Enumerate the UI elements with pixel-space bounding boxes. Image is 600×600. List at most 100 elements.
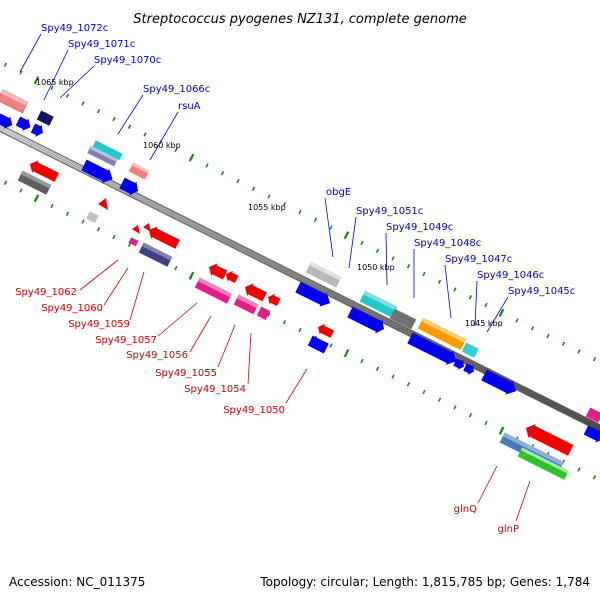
scale-tick-mark [329,343,333,348]
gene-label-1047c: Spy49_1047c [445,254,512,265]
gene-box-1066c [87,140,123,167]
scale-tick-mark [143,132,147,137]
scale-tick-mark [313,217,318,222]
scale-tick-mark [391,374,395,379]
scale-tick-mark [3,180,8,185]
scale-tick-mark [65,211,70,216]
rev-gene-1054 [256,306,271,320]
gene-label-1072c: Spy49_1072c [41,23,108,34]
gene-label-1045c: Spy49_1045c [508,286,575,297]
scale-tick-mark [267,312,271,317]
gene-label-1057: Spy49_1057 [95,335,157,346]
scale-tick-mark [220,171,225,176]
gene-label-1070c: Spy49_1070c [94,55,161,66]
cds-arrow-1048c [407,332,457,365]
cds-arrow-edge [583,425,600,443]
scale-tick-mark [96,109,101,114]
rev-gene-1057 [194,277,232,304]
scale-tick-mark [530,326,535,331]
cds-arrow-rsuA [119,177,139,196]
scale-tick-mark [437,279,442,284]
rev-gene-gray-2 [86,211,99,224]
scale-tick-mark [267,194,271,199]
scale-tick-mark [592,475,597,480]
rev-cds-1050 [307,335,329,354]
scale-label-1065: 1065 kbp [36,78,74,87]
gene-box-1048c [417,317,467,350]
cds-arrow-1046c [463,363,474,376]
cds-arrow-1045c [481,369,517,395]
rev-arrow-1062-region [30,160,60,182]
scale-tick-mark [3,62,8,67]
gene-label-1062: Spy49_1062 [15,287,77,298]
gene-label-glnP: glnP [498,524,520,535]
cds-arrow-1070c [30,123,43,137]
gene-label-obgE: obgE [326,187,351,198]
scale-tick-mark [205,163,209,168]
gene-label-1059: Spy49_1059 [68,319,130,330]
genome-summary-text: Topology: circular; Length: 1,815,785 bp… [259,575,590,589]
rev-arrow-1057a [209,263,228,280]
scale-tick-mark [498,308,505,317]
label-leaders-forward [19,33,509,333]
scale-tick-mark [298,209,302,215]
label-leaders-reverse [79,259,531,522]
rev-gene-1062 [128,237,139,247]
scale-tick-mark [298,327,302,333]
scale-tick-mark [453,287,457,292]
cds-arrow-1066c [81,159,113,183]
scale-tick-mark [19,188,23,193]
scale-ticks [3,62,597,480]
gene-label-1049c: Spy49_1049c [386,222,453,233]
rev-arrow-1057b [226,270,239,283]
scale-tick-mark [343,231,350,240]
scale-tick-mark [329,225,333,230]
scale-tick-mark [546,333,550,339]
scale-tick-mark [127,124,132,129]
scale-tick-mark [391,256,395,261]
scale-tick-mark [81,101,85,106]
scale-tick-mark [468,413,473,418]
scale-tick-mark [360,358,364,364]
gene-box-edge-pink [585,407,600,423]
scale-tick-mark [515,318,519,323]
gene-label-1054: Spy49_1054 [184,384,246,395]
scale-tick-mark [65,93,70,98]
scale-tick-mark [19,70,23,75]
scale-tick-mark [127,242,132,247]
scale-label-1055: 1055 kbp [248,203,286,212]
cds-arrow-1072c [0,113,13,129]
rev-arrow-1060 [149,226,180,249]
scale-tick-mark [422,389,426,395]
rev-gene-glnP [517,447,569,480]
gene-label-glnQ: glnQ [454,504,477,515]
gene-labels-reverse: Spy49_1062 Spy49_1060 Spy49_1059 Spy49_1… [15,287,519,535]
gene-label-rsuA: rsuA [178,101,201,112]
gene-box-obgE [305,261,342,288]
cds-arrow-obgE [295,281,331,307]
scale-tick-mark [453,405,457,410]
rev-small-arrow-3 [143,223,151,232]
scale-tick-mark [375,366,380,371]
rev-arrow-1055 [245,283,267,302]
rev-arrow-glnQ [526,423,574,456]
scale-tick-mark [375,248,380,253]
scale-label-1050: 1050 kbp [357,263,395,272]
reverse-features [17,160,574,480]
scale-tick-mark [422,271,426,277]
scale-tick-mark [577,467,581,472]
scale-tick-mark [81,219,85,224]
gene-box-1072c [0,89,29,114]
scale-tick-mark [96,227,101,232]
scale-tick-mark [112,234,116,240]
scale-tick-mark [282,320,287,325]
scale-tick-mark [360,240,364,246]
scale-tick-mark [188,271,195,280]
gene-label-1046c: Spy49_1046c [477,270,544,281]
scale-tick-mark [174,147,178,153]
gene-label-1060: Spy49_1060 [41,303,103,314]
rev-gene-gray-1 [17,170,52,195]
gene-label-1071c: Spy49_1071c [68,39,135,50]
scale-tick-mark [50,203,54,209]
